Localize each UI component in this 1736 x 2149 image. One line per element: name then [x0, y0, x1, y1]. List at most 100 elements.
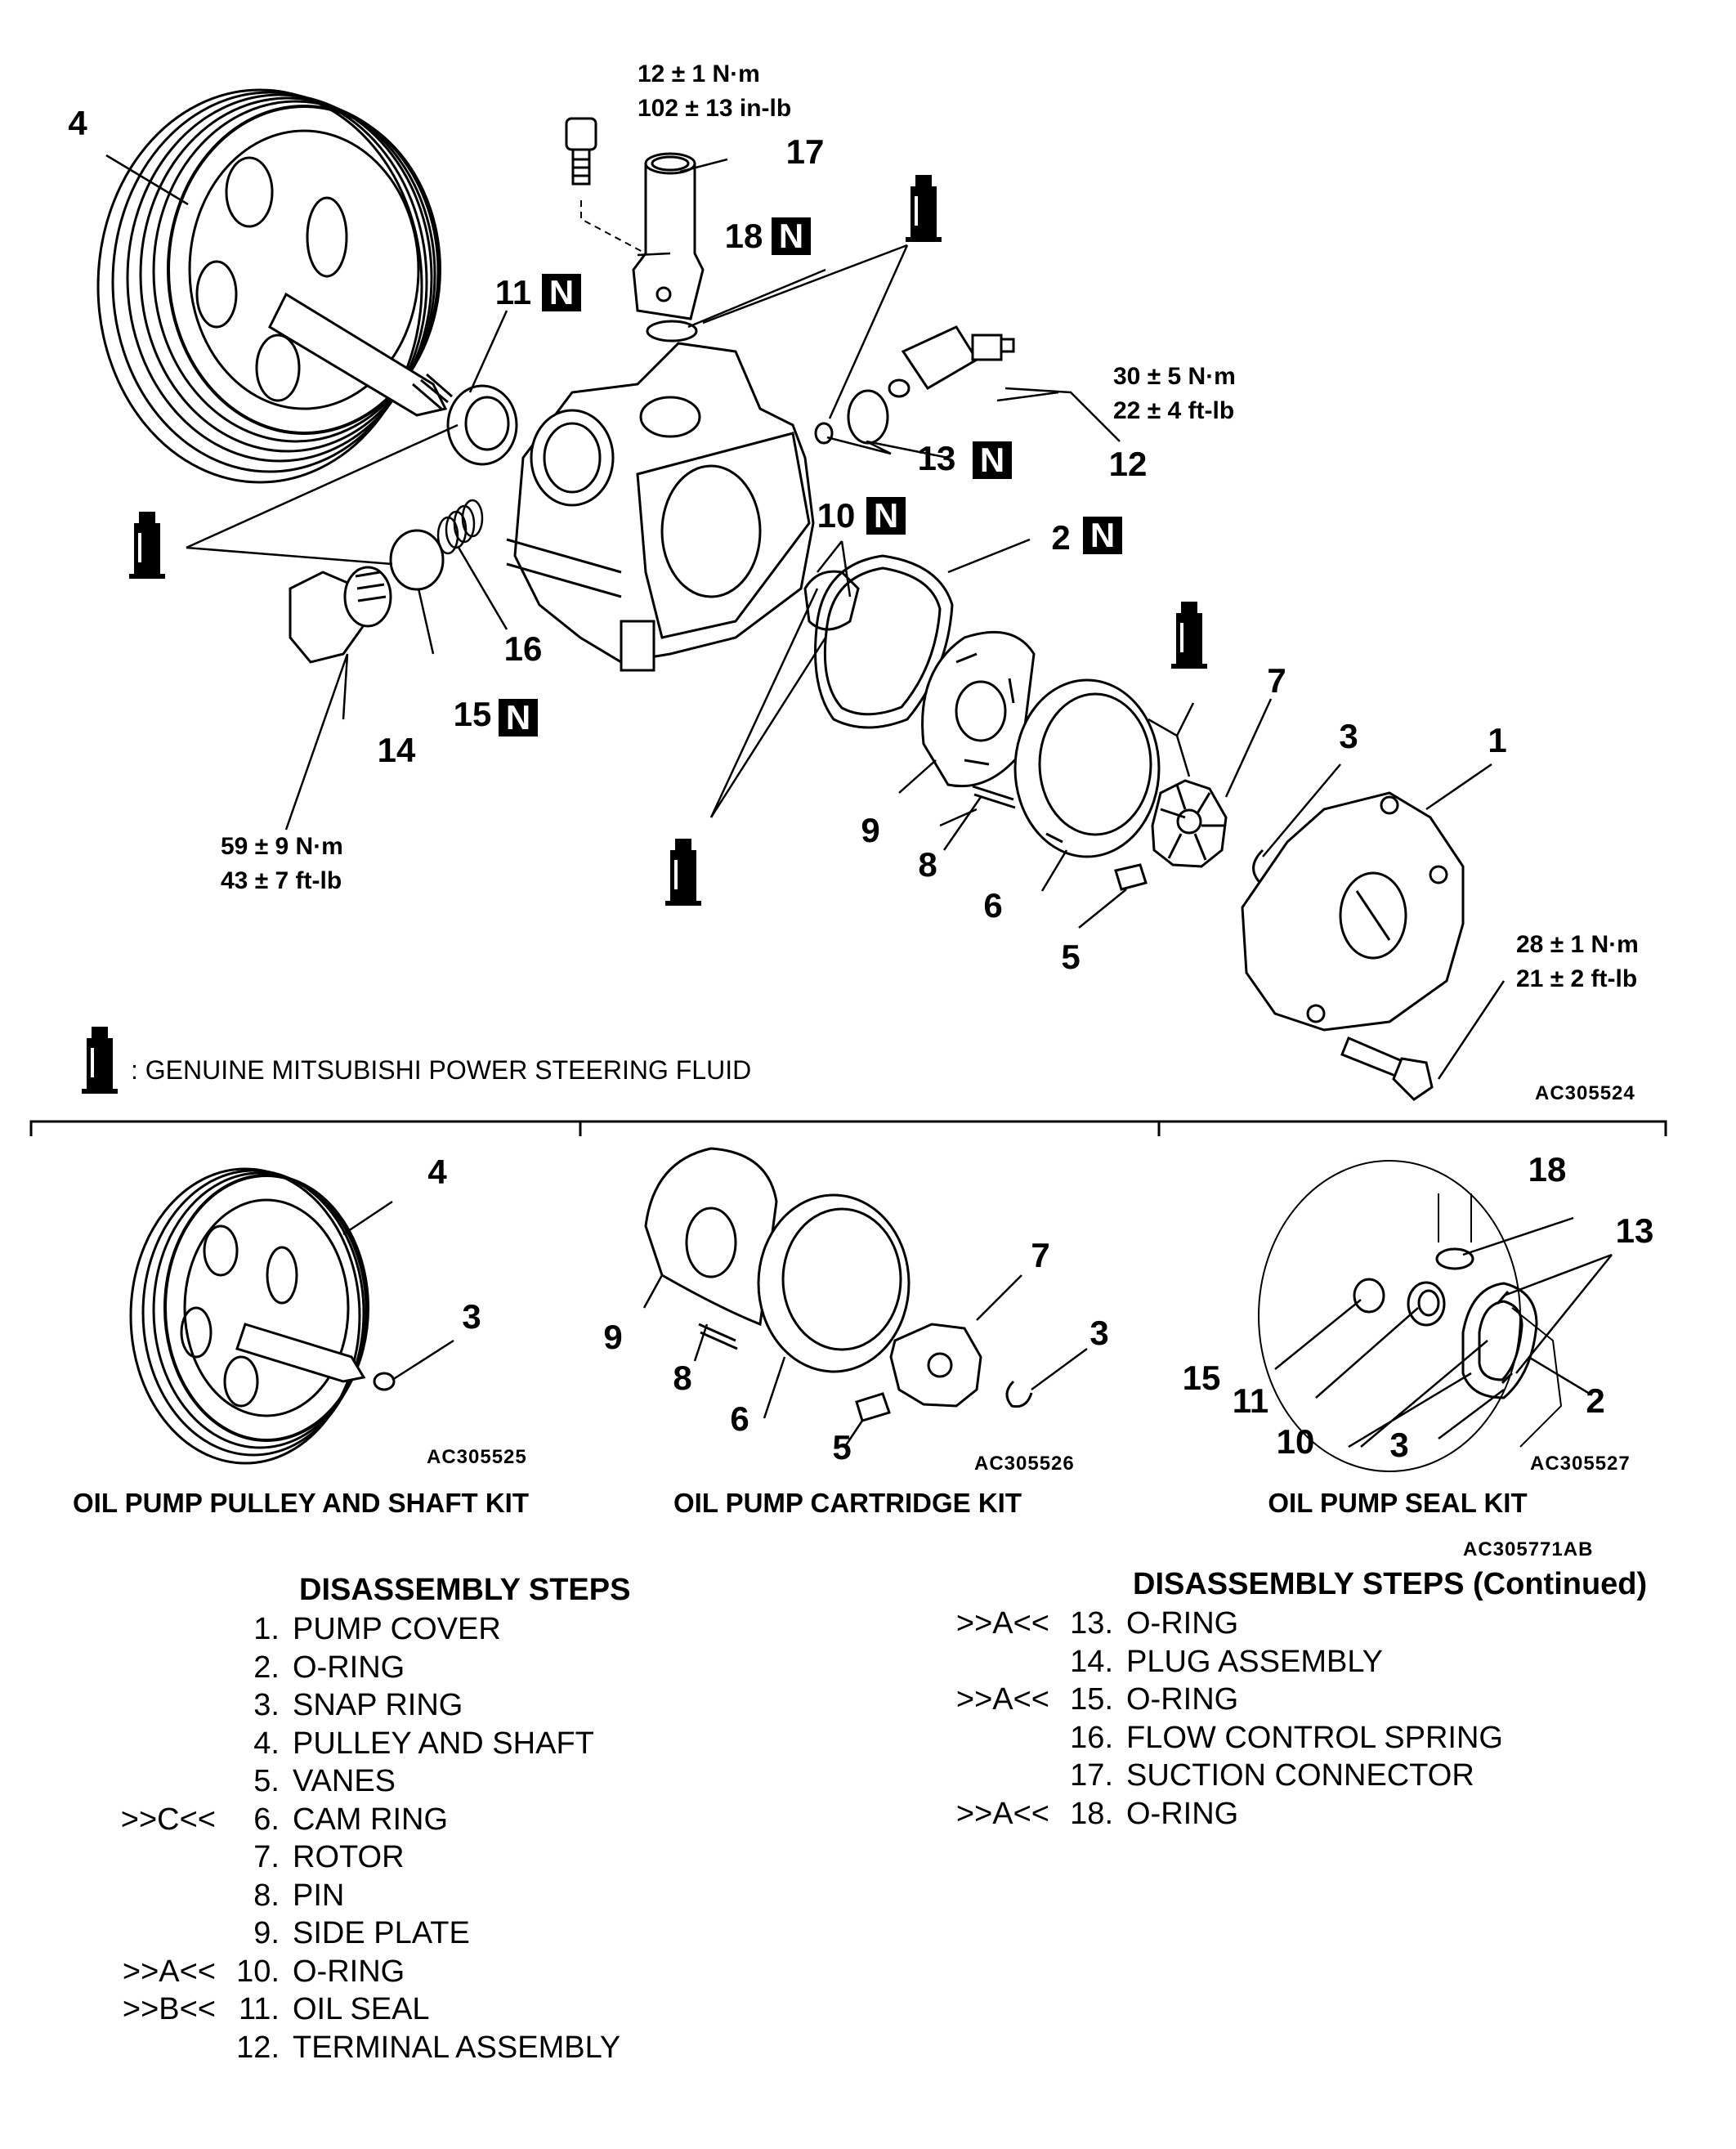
callout-4: 4 — [68, 104, 87, 142]
callout-14: 14 — [378, 731, 416, 769]
fluid-can-icon — [128, 510, 167, 580]
step-ref — [106, 1686, 221, 1725]
kit2-callout-5: 5 — [832, 1428, 851, 1466]
step-number: 14. — [1070, 1644, 1113, 1679]
callout-1: 1 — [1488, 721, 1506, 759]
step-label: O-RING — [293, 1954, 405, 1989]
new-part-badge: N — [874, 496, 898, 535]
torque-spec-line: 102 ± 13 in-lb — [638, 95, 791, 122]
kit3-callout-18: 18 — [1528, 1150, 1567, 1189]
cam-ring-part — [1013, 678, 1161, 858]
step-number: 4. — [253, 1726, 280, 1761]
step-ref: >>A<< — [122, 1954, 216, 1989]
step-row: 3.SNAP RING — [106, 1686, 630, 1725]
step-row: 16.FLOW CONTROL SPRING — [940, 1719, 1647, 1757]
step-number: 10. — [236, 1954, 280, 1989]
step-number: 9. — [253, 1916, 280, 1950]
step-number: 7. — [253, 1840, 280, 1874]
new-part-badge: N — [980, 441, 1004, 479]
step-label: FLOW CONTROL SPRING — [1126, 1720, 1503, 1755]
kit1-callout-4: 4 — [427, 1153, 447, 1191]
kit1-title: OIL PUMP PULLEY AND SHAFT KIT — [73, 1488, 529, 1518]
pump-body-part — [506, 342, 815, 672]
callout-11: 11 — [495, 273, 531, 311]
new-part-badge: N — [779, 217, 803, 255]
vanes-part — [1114, 863, 1148, 891]
step-ref — [106, 1877, 221, 1915]
step-ref — [940, 1643, 1054, 1681]
torque-spec-line: 59 ± 9 N·m — [221, 833, 343, 860]
callout-10: 10 — [817, 496, 856, 535]
o-ring-13b-part — [814, 422, 834, 445]
step-row: 14. PLUG ASSEMBLY — [940, 1643, 1647, 1681]
plug-assembly-part — [289, 566, 392, 664]
o-ring-18-part — [646, 320, 698, 342]
step-label: PUMP COVER — [293, 1612, 501, 1646]
step-label: VANES — [293, 1764, 396, 1798]
steps-heading: DISASSEMBLY STEPS — [299, 1573, 631, 1607]
step-number: 11. — [238, 1992, 280, 2026]
step-ref — [940, 1757, 1054, 1795]
composite-figure-id: AC305771AB — [1463, 1538, 1593, 1560]
o-ring-15-part — [389, 529, 445, 591]
flow-control-spring-part — [436, 499, 484, 555]
fluid-can-icon — [664, 837, 703, 907]
kit2-callout-7: 7 — [1031, 1236, 1049, 1274]
new-part-badges — [499, 217, 1122, 736]
step-ref: >>B<< — [122, 1992, 216, 2026]
suction-connector-part — [632, 152, 705, 320]
step-row: 17.SUCTION CONNECTOR — [940, 1757, 1647, 1795]
step-row: >>C<<6.CAM RING — [106, 1801, 630, 1839]
step-number: 3. — [253, 1688, 280, 1722]
kit2-callout-8: 8 — [673, 1359, 691, 1397]
step-ref — [106, 1610, 221, 1649]
kit3-callout-10: 10 — [1277, 1422, 1315, 1461]
kit3-callout-13: 13 — [1616, 1211, 1654, 1250]
step-row: 9.SIDE PLATE — [106, 1914, 630, 1953]
torque-spec-line: 21 ± 2 ft-lb — [1516, 965, 1637, 992]
pump-cover-part — [1241, 791, 1465, 1032]
fluid-can-icon — [80, 1025, 119, 1095]
torque-spec-line: 28 ± 1 N·m — [1516, 931, 1639, 958]
callout-17: 17 — [786, 132, 825, 171]
new-part-badge: N — [549, 273, 574, 311]
step-label: ROTOR — [293, 1840, 405, 1874]
callout-2: 2 — [1051, 518, 1070, 557]
pulley-and-shaft-part — [96, 88, 453, 484]
step-number: 13. — [1070, 1606, 1113, 1641]
step-ref: >>A<< — [955, 1606, 1049, 1641]
step-ref — [106, 1762, 221, 1801]
step-row: >>A<<13.O-RING — [940, 1605, 1647, 1643]
kit-cartridge-drawing — [642, 1147, 1088, 1446]
kit2-callout-6: 6 — [730, 1399, 749, 1438]
kit3-callout-3: 3 — [1389, 1426, 1408, 1464]
kit3-callout-15: 15 — [1183, 1359, 1221, 1397]
kit1-callout-3: 3 — [462, 1297, 481, 1336]
step-label: OIL SEAL — [293, 1992, 430, 2026]
callout-7: 7 — [1267, 661, 1286, 700]
callout-18: 18 — [725, 217, 763, 255]
new-part-badge: N — [506, 698, 530, 736]
figure-id: AC305524 — [1535, 1082, 1635, 1104]
kit2-callout-3: 3 — [1089, 1314, 1108, 1352]
step-ref — [106, 1649, 221, 1687]
connector-bolt-part — [565, 117, 647, 254]
step-label: PLUG ASSEMBLY — [1126, 1644, 1383, 1679]
step-number: 17. — [1070, 1758, 1113, 1793]
step-ref — [940, 1719, 1054, 1757]
step-row: >>A<<15.O-RING — [940, 1681, 1647, 1719]
o-ring-13a-part — [847, 389, 889, 445]
step-ref — [106, 2029, 221, 2067]
step-label: CAM RING — [293, 1802, 448, 1837]
step-ref — [106, 1725, 221, 1763]
fluid-can-icon — [904, 173, 943, 244]
torque-spec-line: 22 ± 4 ft-lb — [1113, 397, 1234, 424]
kit1-figure-id: AC305525 — [427, 1446, 527, 1468]
callout-9: 9 — [861, 811, 879, 849]
kit-panels — [29, 1120, 1667, 1136]
step-label: O-RING — [1126, 1796, 1239, 1831]
step-number: 2. — [253, 1650, 280, 1685]
step-label: O-RING — [1126, 1682, 1239, 1717]
callout-13: 13 — [918, 439, 956, 477]
kit-seal-drawing — [1258, 1160, 1613, 1472]
